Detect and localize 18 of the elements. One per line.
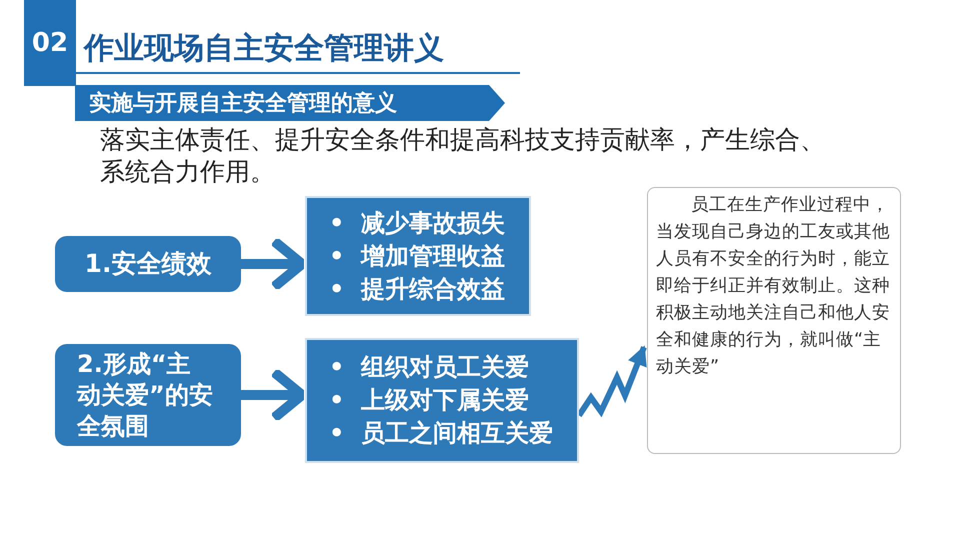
category-box: 2.形成“主动关爱”的安全氛围 — [55, 344, 241, 446]
bullet-item: • 组织对员工关爱 — [329, 352, 530, 383]
arrow — [241, 367, 307, 423]
section-number: 02 — [24, 0, 76, 86]
slide-title: 作业现场自主安全管理讲义 — [84, 30, 444, 68]
bullet-item: • 上级对下属关爱 — [329, 385, 530, 416]
bullet-item: • 提升综合效益 — [329, 274, 506, 304]
bullet-list-box — [305, 338, 579, 463]
bullet-item: • 增加管理收益 — [329, 240, 506, 272]
category-box: 1.安全绩效 — [55, 236, 241, 292]
bullet-item: • 员工之间相互关爱 — [329, 418, 554, 449]
subtitle-text: 实施与开展自主安全管理的意义 — [89, 90, 397, 118]
arrow — [241, 236, 307, 292]
description-box: 员工在生产作业过程中，当发现自己身边的工友或其他人员有不安全的行为时，能立即给于纠正并有效制止。这种积极主动地关注自己和他人安全和健康的行为，就叫做“主动关爱” — [647, 187, 901, 454]
subtitle-banner — [75, 85, 505, 121]
bullet-item: • 减少事故损失 — [329, 208, 506, 238]
intro-paragraph: 落实主体责任、提升安全条件和提高科技支持贡献率，产生综合、系统合力作用。 — [100, 124, 826, 188]
bullet-list-box — [305, 196, 531, 316]
